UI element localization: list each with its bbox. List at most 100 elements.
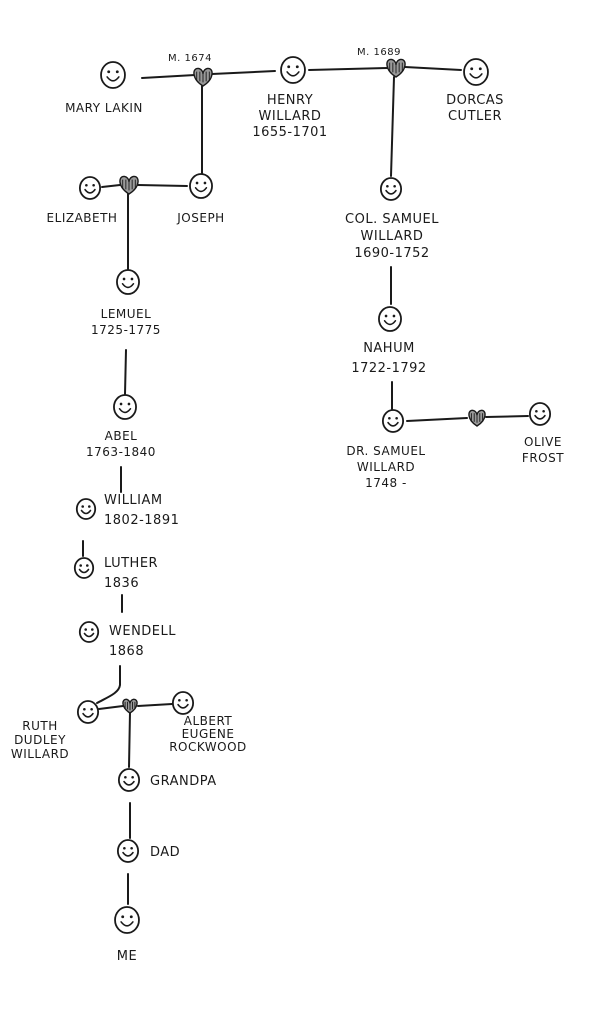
face-icon-olive-frost <box>528 402 552 426</box>
label-line: 1748 - <box>365 476 407 490</box>
person-label-wendell: WENDELL 1868 <box>109 624 176 659</box>
connector-line <box>124 349 127 395</box>
face-icon-luther <box>73 557 95 579</box>
connector-line <box>98 705 124 710</box>
face-icon-ruth <box>76 700 100 724</box>
face-icon-dad <box>116 839 140 863</box>
person-label-william: WILLIAM 1802-1891 <box>104 493 179 528</box>
face-icon-grandpa <box>117 768 141 792</box>
label-line: 1725-1775 <box>91 323 161 337</box>
label-line: LUTHER <box>104 556 158 571</box>
face-icon-lemuel <box>116 269 140 295</box>
label-line: WENDELL <box>109 624 176 639</box>
label-line: CUTLER <box>448 109 502 124</box>
connector-line <box>390 76 395 177</box>
label-line: DR. SAMUEL <box>346 444 425 458</box>
person-label-dad: DAD <box>150 845 180 860</box>
tree-connector-lines <box>82 66 529 905</box>
face-icon-samuel-col <box>379 177 403 201</box>
label-line: RUTH <box>22 719 57 733</box>
label-line: 1763-1840 <box>86 445 156 459</box>
face-icon-joseph <box>189 173 213 199</box>
connector-line <box>137 184 188 187</box>
person-label-nahum: NAHUM 1722-1792 <box>351 341 426 376</box>
label-line: MARY LAKIN <box>65 101 143 115</box>
connector-line <box>404 66 462 71</box>
label-line: ELIZABETH <box>47 211 118 225</box>
face-icon-dorcas-cutler <box>463 58 489 86</box>
face-icon-nahum <box>378 306 402 332</box>
connector-line <box>137 703 173 707</box>
connector-line <box>211 70 276 75</box>
label-line: FROST <box>522 451 564 465</box>
heart-drsamuel-olive-icon <box>468 409 486 427</box>
connector-line <box>141 74 196 79</box>
face-icon-samuel-dr <box>381 409 405 433</box>
label-line: WILLIAM <box>104 493 163 508</box>
label-line: COL. SAMUEL <box>345 212 439 227</box>
heart-mary-henry-icon <box>193 67 213 87</box>
label-line: 1802-1891 <box>104 513 179 528</box>
heart-elizabeth-joseph-icon <box>119 175 139 195</box>
person-label-grandpa: GRANDPA <box>150 774 217 789</box>
connector-line <box>96 665 121 704</box>
face-icon-abel <box>113 394 137 420</box>
person-label-olive-frost: OLIVE FROST <box>522 435 564 465</box>
label-line: GRANDPA <box>150 774 217 789</box>
label-line: WILLARD <box>357 460 415 474</box>
label-line: DORCAS <box>446 93 504 108</box>
person-label-elizabeth: ELIZABETH <box>47 211 118 225</box>
connector-line <box>101 184 121 188</box>
face-icon-me <box>114 906 140 934</box>
label-line: 1655-1701 <box>252 125 327 140</box>
label-line: NAHUM <box>363 341 415 356</box>
person-label-lemuel: LEMUEL 1725-1775 <box>91 307 161 337</box>
label-line: 1722-1792 <box>351 361 426 376</box>
label-line: 1868 <box>109 644 144 659</box>
person-label-me: ME <box>117 949 137 964</box>
marriage-hearts <box>119 58 486 714</box>
connector-line <box>406 417 468 422</box>
label-line: HENRY <box>267 93 313 108</box>
person-label-joseph: JOSEPH <box>176 211 224 225</box>
person-label-mary-lakin: MARY LAKIN <box>65 101 143 115</box>
heart-ruth-albert-icon <box>122 698 138 714</box>
label-line: WILLARD <box>259 109 322 124</box>
person-faces <box>73 56 552 934</box>
label-line: OLIVE <box>524 435 562 449</box>
label-line: DAD <box>150 845 180 860</box>
face-icon-elizabeth <box>78 176 102 200</box>
face-icon-mary-lakin <box>100 61 126 89</box>
heart-henry-dorcas-icon <box>386 58 406 78</box>
label-line: WILLARD <box>11 747 69 761</box>
connector-line <box>308 67 389 71</box>
face-icon-william <box>75 498 97 520</box>
person-label-abel: ABEL 1763-1840 <box>86 429 156 459</box>
label-line: 1690-1752 <box>354 246 429 261</box>
label-line: ABEL <box>105 429 138 443</box>
face-icon-albert <box>171 691 195 715</box>
label-line: WILLARD <box>361 229 424 244</box>
label-line: LEMUEL <box>101 307 152 321</box>
face-icon-wendell <box>78 621 100 643</box>
label-line: ROCKWOOD <box>169 740 247 754</box>
label-line: 1836 <box>104 576 139 591</box>
marriage-label-henry-dorcas: M. 1689 <box>357 47 401 58</box>
person-label-luther: LUTHER 1836 <box>104 556 158 591</box>
person-label-samuel-col: COL. SAMUEL WILLARD 1690-1752 <box>345 212 439 261</box>
face-icon-henry-willard <box>280 56 306 84</box>
connector-line <box>128 711 131 768</box>
marriage-label-mary-henry: M. 1674 <box>168 53 212 64</box>
person-label-samuel-dr: DR. SAMUEL WILLARD 1748 - <box>346 444 425 490</box>
connector-line <box>485 415 529 418</box>
label-line: DUDLEY <box>14 733 66 747</box>
label-line: EUGENE <box>182 727 235 741</box>
label-line: ALBERT <box>184 714 233 728</box>
label-line: JOSEPH <box>176 211 224 225</box>
